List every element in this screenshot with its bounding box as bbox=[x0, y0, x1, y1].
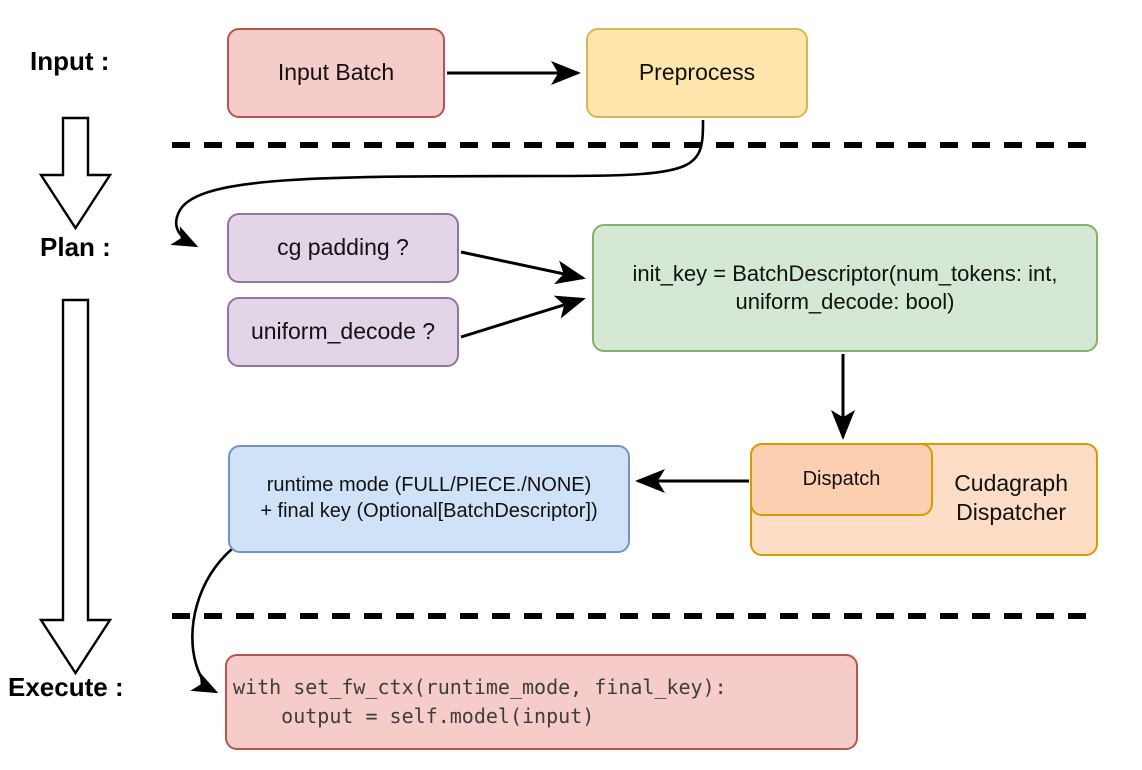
node-runtime-mode[interactable]: runtime mode (FULL/PIECE./NONE) + final … bbox=[228, 445, 630, 553]
node-input-batch[interactable]: Input Batch bbox=[227, 28, 445, 118]
stage-label-input: Input : bbox=[30, 46, 110, 76]
plan-to-execute-arrow bbox=[38, 298, 113, 676]
node-exec-code[interactable]: with set_fw_ctx(runtime_mode, final_key)… bbox=[225, 654, 858, 750]
stage-label-plan: Plan : bbox=[40, 232, 111, 262]
edge-cg-padding-to-init-key bbox=[460, 250, 586, 285]
node-dispatch[interactable]: Dispatch bbox=[750, 443, 933, 516]
node-cg-padding[interactable]: cg padding ? bbox=[227, 213, 459, 283]
stage-label-execute: Execute : bbox=[8, 672, 124, 702]
node-init-key[interactable]: init_key = BatchDescriptor(num_tokens: i… bbox=[592, 224, 1098, 352]
edge-uniform-decode-to-init-key bbox=[460, 295, 586, 339]
node-uniform-decode[interactable]: uniform_decode ? bbox=[227, 297, 459, 367]
input-to-plan-arrow bbox=[38, 116, 113, 231]
node-preprocess[interactable]: Preprocess bbox=[586, 28, 808, 118]
